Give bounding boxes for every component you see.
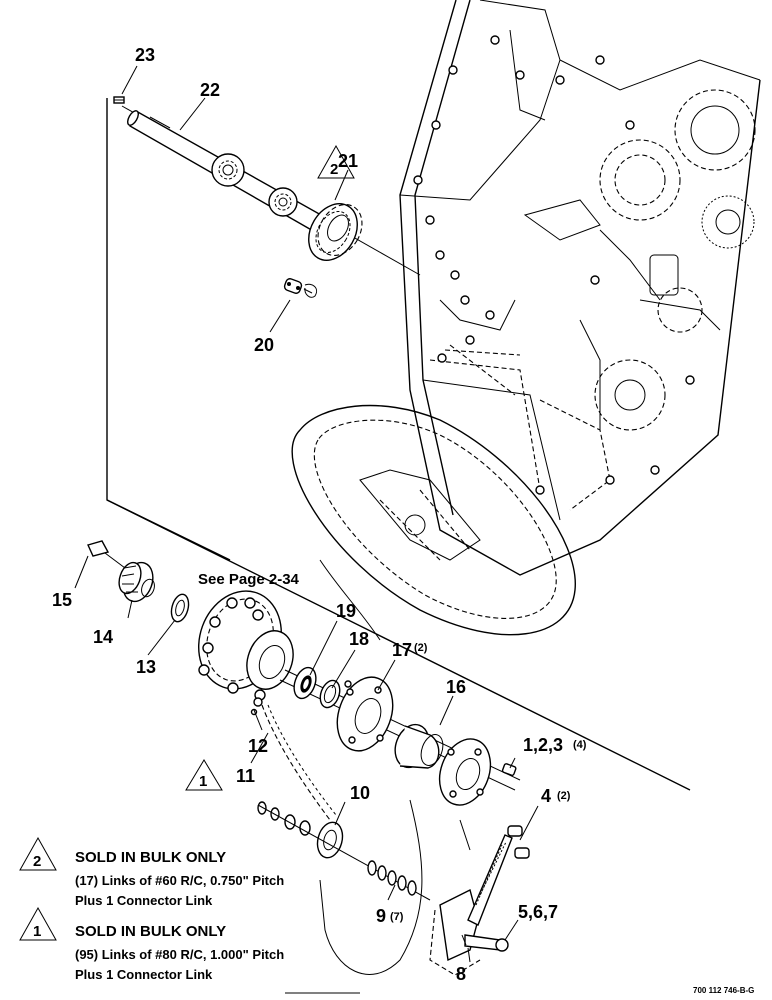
callout-16: 16 bbox=[446, 677, 466, 697]
note-line: (17) Links of #60 R/C, 0.750" Pitch bbox=[75, 873, 284, 888]
upper-shaft-assembly bbox=[113, 96, 363, 298]
note-heading: SOLD IN BULK ONLY bbox=[75, 923, 226, 940]
callout-1-2-3-qty: (4) bbox=[573, 739, 587, 751]
key-15 bbox=[87, 540, 110, 557]
bushings-4 bbox=[507, 825, 530, 859]
flange-17-left bbox=[336, 676, 394, 752]
shaft-sprocket-a bbox=[211, 153, 245, 187]
callout-14: 14 bbox=[93, 627, 113, 647]
washer-19 bbox=[293, 666, 317, 700]
chain-11 bbox=[250, 697, 337, 821]
note-marker: 2 bbox=[33, 853, 41, 870]
wheel bbox=[291, 404, 576, 636]
callout-11: 11 bbox=[236, 766, 255, 786]
callout-17: 17 bbox=[392, 640, 412, 660]
svg-text:2: 2 bbox=[330, 161, 338, 178]
bolt-1-2-3 bbox=[501, 763, 517, 776]
callout-13: 13 bbox=[136, 657, 156, 677]
leader-lines bbox=[74, 65, 539, 963]
washer-13 bbox=[170, 593, 190, 623]
callout-10: 10 bbox=[350, 783, 370, 803]
note-line: Plus 1 Connector Link bbox=[75, 893, 213, 908]
triangle-marker-1-diagram: 1 bbox=[185, 759, 223, 791]
callout-1-2-3: 1,2,3 bbox=[523, 735, 563, 755]
callout-12: 12 bbox=[248, 736, 268, 756]
see-page-note: See Page 2-34 bbox=[198, 571, 300, 588]
callout-23: 23 bbox=[135, 45, 155, 65]
callout-9: 9 bbox=[376, 906, 386, 926]
callout-9-qty: (7) bbox=[390, 911, 404, 923]
baler-frame bbox=[399, 0, 761, 576]
callout-4: 4 bbox=[541, 786, 551, 806]
idler-arm-8 bbox=[429, 834, 513, 976]
callout-19: 19 bbox=[336, 601, 356, 621]
svg-text:1: 1 bbox=[199, 773, 207, 790]
bearing-16 bbox=[394, 723, 444, 769]
figure-id: 700 112 746-B-G bbox=[693, 986, 754, 995]
lower-shaft-assembly bbox=[87, 540, 530, 976]
gear-14 bbox=[118, 561, 155, 603]
triangle-marker-2-diagram: 2 bbox=[317, 144, 355, 179]
callout-17-qty: (2) bbox=[414, 642, 428, 654]
note-chain-60: 2 SOLD IN BULK ONLY (17) Links of #60 R/… bbox=[19, 836, 284, 908]
chain-21 bbox=[308, 203, 363, 261]
sprocket-hub-assembly bbox=[198, 590, 294, 701]
callout-15: 15 bbox=[52, 590, 72, 610]
spacers-9 bbox=[367, 860, 417, 896]
frame-bolts bbox=[413, 35, 695, 495]
note-chain-80: 1 SOLD IN BULK ONLY (95) Links of #80 R/… bbox=[19, 906, 284, 982]
callout-18: 18 bbox=[349, 629, 369, 649]
callout-21: 21 bbox=[338, 151, 358, 171]
callout-labels: 23 22 21 20 15 14 13 See Page 2-34 19 18… bbox=[52, 45, 587, 984]
callout-22: 22 bbox=[200, 80, 220, 100]
set-screw-23 bbox=[113, 96, 125, 104]
callout-4-qty: (2) bbox=[557, 790, 571, 802]
note-heading: SOLD IN BULK ONLY bbox=[75, 849, 226, 866]
connector-link-20 bbox=[283, 278, 318, 298]
callout-8: 8 bbox=[456, 964, 466, 984]
shaft-sprocket-b bbox=[268, 187, 298, 217]
note-line: Plus 1 Connector Link bbox=[75, 967, 213, 982]
callout-5-6-7: 5,6,7 bbox=[518, 902, 558, 922]
note-line: (95) Links of #80 R/C, 1.000" Pitch bbox=[75, 947, 284, 962]
flange-17-right bbox=[438, 738, 492, 806]
callout-20: 20 bbox=[254, 335, 274, 355]
note-marker: 1 bbox=[33, 923, 41, 940]
